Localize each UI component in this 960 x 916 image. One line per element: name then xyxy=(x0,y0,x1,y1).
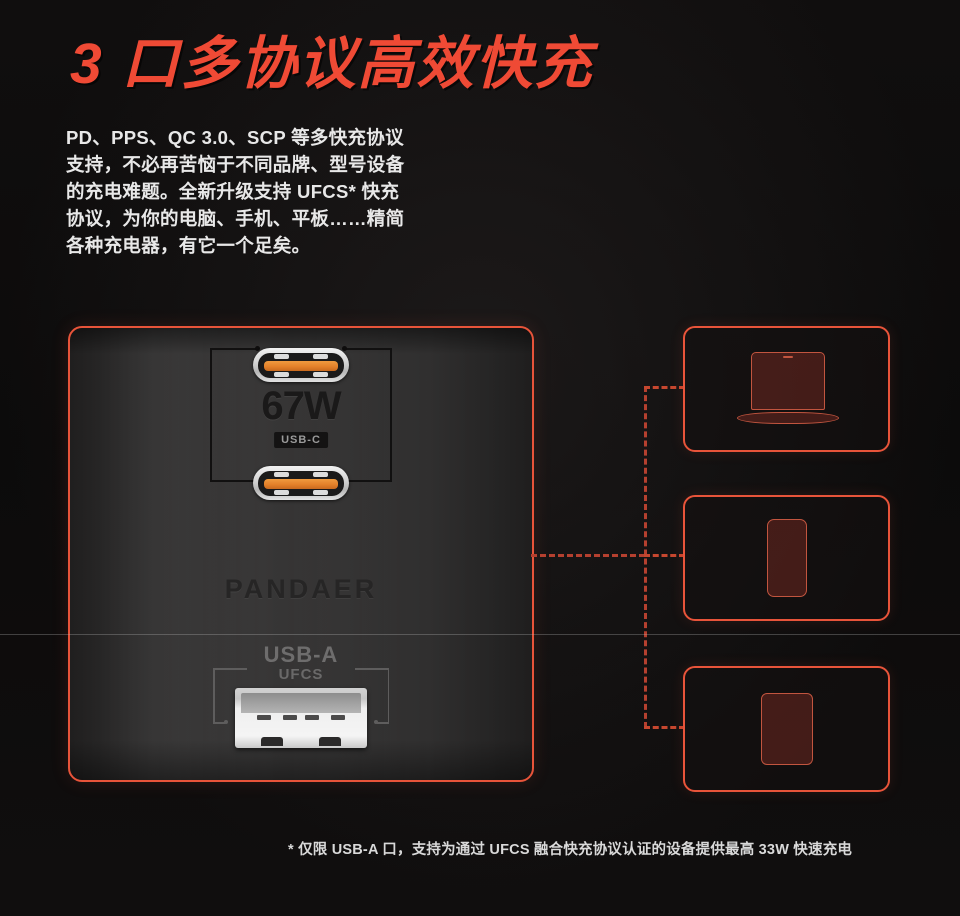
connector-line-main xyxy=(531,554,645,557)
usbc-port-2 xyxy=(253,466,349,500)
connector-line-vertical xyxy=(644,386,647,728)
description-line-1: PD、PPS、QC 3.0、SCP 等多快充协议 xyxy=(66,127,404,148)
charger-product-panel: 67W USB-C PANDAER USB-A UFCS xyxy=(68,326,534,782)
brand-logo-text: PANDAER xyxy=(224,574,378,604)
usbc-port-2-tongue xyxy=(264,478,338,489)
description-line-2: 支持，不必再苦恼于不同品牌、型号设备 xyxy=(66,154,405,175)
device-box-phone xyxy=(683,495,890,621)
description-text: PD、PPS、QC 3.0、SCP 等多快充协议 支持，不必再苦恼于不同品牌、型… xyxy=(66,124,496,259)
usba-port xyxy=(235,688,367,748)
description-line-4: 协议，为你的电脑、手机、平板……精简 xyxy=(66,208,405,229)
usbc-port-1-tongue xyxy=(264,360,338,371)
device-box-tablet xyxy=(683,666,890,792)
usba-label: USB-A xyxy=(263,642,339,667)
connector-stub-laptop xyxy=(644,386,685,389)
laptop-icon xyxy=(736,352,839,426)
usba-section: USB-A UFCS xyxy=(201,642,401,760)
connector-stub-tablet xyxy=(644,726,685,729)
description-line-5: 各种充电器，有它一个足矣。 xyxy=(66,235,311,256)
connector-stub-phone xyxy=(644,554,685,557)
usba-callout-bracket xyxy=(213,668,389,734)
ufcs-label: UFCS xyxy=(278,666,324,683)
footnote-text: * 仅限 USB-A 口，支持为通过 UFCS 融合快充协议认证的设备提供最高 … xyxy=(288,842,853,858)
usba-port-shelf xyxy=(241,693,361,713)
description-line-3: 的充电难题。全新升级支持 UFCS* 快充 xyxy=(66,181,400,202)
phone-icon xyxy=(766,519,807,597)
power-rating-label: 67W xyxy=(261,384,341,428)
tablet-icon xyxy=(760,693,813,765)
usbc-type-badge: USB-C xyxy=(274,432,328,448)
usbc-port-2-cavity xyxy=(258,470,344,496)
usbc-port-1 xyxy=(253,348,349,382)
device-box-laptop xyxy=(683,326,890,452)
image-seam-line xyxy=(0,634,960,635)
page-title: 3 口多协议高效快充 xyxy=(70,32,594,96)
usbc-port-1-cavity xyxy=(258,352,344,378)
